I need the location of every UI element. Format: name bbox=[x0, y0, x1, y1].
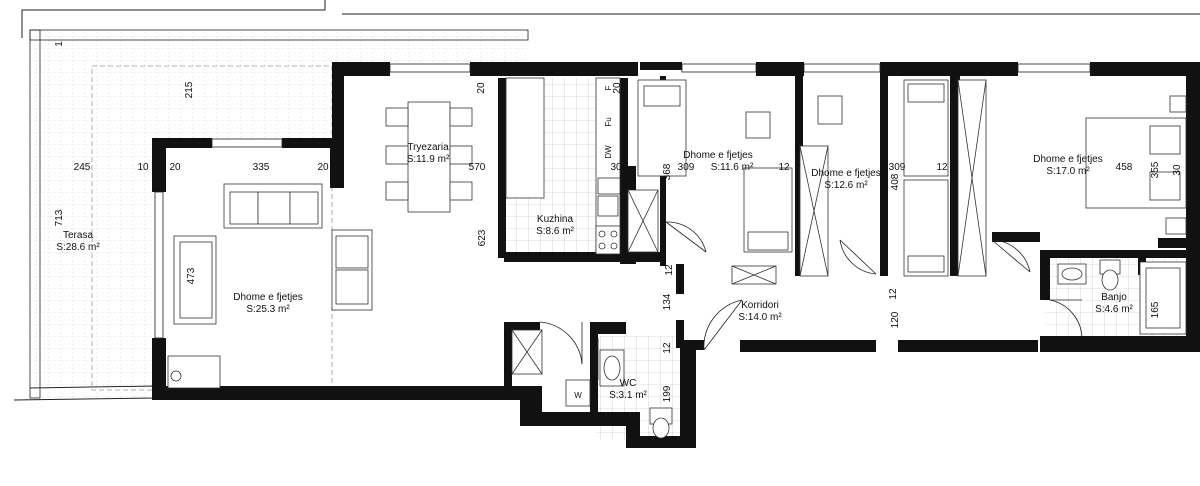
dim-408: 408 bbox=[890, 173, 901, 190]
fixture-labels: DW Fu F W bbox=[574, 85, 613, 400]
dim-20c: 20 bbox=[476, 82, 487, 94]
room-wc-name: WC bbox=[620, 378, 637, 389]
dim-309a: 309 bbox=[678, 162, 695, 173]
room-banjo-area: S:4.6 m² bbox=[1095, 304, 1133, 315]
dimensions: 215 245 713 10 20 335 20 1 20 570 623 47… bbox=[54, 41, 1183, 403]
dim-10: 10 bbox=[137, 162, 149, 173]
room-dhome4-name: Dhome e fjetjes bbox=[1033, 154, 1102, 165]
fixture-fu: Fu bbox=[604, 117, 613, 126]
room-labels: Terasa S:28.6 m² Dhome e fjetjes S:25.3 … bbox=[56, 142, 1133, 401]
room-dhome1-area: S:25.3 m² bbox=[246, 304, 290, 315]
dim-713: 713 bbox=[54, 209, 65, 226]
doors bbox=[539, 221, 1083, 380]
dim-12d: 12 bbox=[662, 342, 673, 354]
dim-12b: 12 bbox=[936, 162, 948, 173]
room-dhome1-name: Dhome e fjetjes bbox=[233, 292, 302, 303]
room-kuzhina-name: Kuzhina bbox=[537, 214, 574, 225]
room-korridori-name: Korridori bbox=[741, 300, 779, 311]
room-dhome4-area: S:17.0 m² bbox=[1046, 166, 1090, 177]
fixture-w: W bbox=[574, 391, 582, 400]
windows bbox=[154, 63, 1091, 339]
dim-623: 623 bbox=[477, 229, 488, 246]
dim-458: 458 bbox=[1116, 162, 1133, 173]
dim-20b: 20 bbox=[317, 162, 329, 173]
room-kuzhina-area: S:8.6 m² bbox=[536, 226, 574, 237]
dim-12e: 12 bbox=[888, 288, 899, 300]
room-terasa-name: Terasa bbox=[63, 230, 93, 241]
dim-1: 1 bbox=[54, 41, 65, 47]
room-korridori-area: S:14.0 m² bbox=[738, 312, 782, 323]
dim-30b: 30 bbox=[1172, 164, 1183, 176]
dim-12a: 12 bbox=[778, 162, 790, 173]
dim-473: 473 bbox=[186, 267, 197, 284]
furniture bbox=[167, 77, 1187, 439]
room-dhome2-area: S:11.6 m² bbox=[711, 162, 754, 173]
room-terasa-area: S:28.6 m² bbox=[56, 242, 100, 253]
dim-309b: 309 bbox=[889, 162, 906, 173]
dim-120: 120 bbox=[890, 311, 901, 328]
dim-199: 199 bbox=[662, 385, 673, 402]
dim-20d: 20 bbox=[612, 82, 623, 94]
dim-30a: 30 bbox=[610, 162, 622, 173]
room-banjo-name: Banjo bbox=[1101, 292, 1127, 303]
room-tryezaria-name: Tryezaria bbox=[407, 142, 449, 153]
fixture-f: F bbox=[604, 85, 613, 90]
room-dhome3-name: Dhome e fjetjes bbox=[811, 168, 880, 179]
room-dhome2-name: Dhome e fjetjes bbox=[683, 150, 752, 161]
dim-245: 245 bbox=[74, 162, 91, 173]
dim-355: 355 bbox=[1150, 161, 1161, 178]
dim-215: 215 bbox=[184, 81, 195, 98]
dim-335: 335 bbox=[253, 162, 270, 173]
dim-134: 134 bbox=[662, 293, 673, 310]
dim-165: 165 bbox=[1150, 301, 1161, 318]
fixture-dw: DW bbox=[604, 145, 613, 159]
dim-12c: 12 bbox=[664, 264, 675, 276]
room-wc-area: S:3.1 m² bbox=[609, 390, 647, 401]
dim-368: 368 bbox=[662, 163, 673, 180]
dim-20a: 20 bbox=[169, 162, 181, 173]
dim-570: 570 bbox=[469, 162, 486, 173]
room-dhome3-area: S:12.6 m² bbox=[824, 180, 868, 191]
room-tryezaria-area: S:11.9 m² bbox=[407, 154, 450, 165]
